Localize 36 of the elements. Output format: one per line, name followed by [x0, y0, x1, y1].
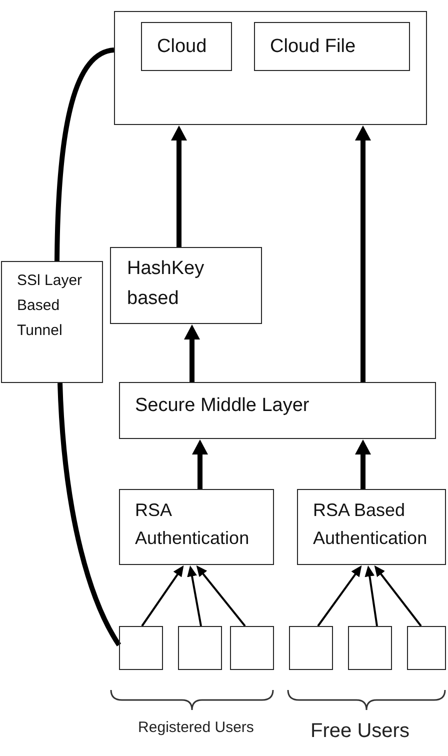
group-label: Registered Users	[138, 718, 254, 737]
arrow	[184, 324, 200, 382]
arrow	[171, 126, 187, 247]
node-label: RSA Based Authentication	[313, 499, 428, 550]
process-box	[297, 489, 446, 565]
node-label: SSl Layer Based Tunnel	[17, 271, 84, 341]
container-box	[114, 11, 427, 125]
arrow	[192, 440, 208, 489]
arrow	[196, 565, 246, 627]
empty-square	[407, 626, 446, 670]
node-label: Cloud File	[270, 34, 356, 58]
empty-square	[289, 626, 333, 670]
process-box	[141, 22, 232, 71]
group-label: Free Users	[310, 719, 410, 743]
process-box	[119, 382, 436, 439]
empty-square	[178, 626, 222, 670]
connector-line	[54, 48, 114, 262]
process-box	[1, 261, 103, 383]
arrow	[141, 565, 184, 627]
arrow	[374, 565, 422, 627]
arrow	[187, 566, 202, 626]
process-box	[119, 489, 274, 565]
node-label: RSA Authentication	[135, 499, 250, 550]
node-label: HashKey based	[127, 257, 206, 311]
node-label: Cloud	[157, 34, 207, 58]
empty-square	[348, 626, 392, 670]
empty-square	[119, 626, 163, 670]
arrow	[355, 440, 371, 489]
arrow	[355, 126, 371, 382]
arrow	[364, 566, 378, 626]
process-box	[110, 247, 262, 324]
process-box	[254, 22, 410, 71]
node-label: Secure Middle Layer	[135, 394, 310, 418]
connector-line	[58, 382, 122, 646]
empty-square	[230, 626, 274, 670]
arrow	[317, 565, 362, 627]
